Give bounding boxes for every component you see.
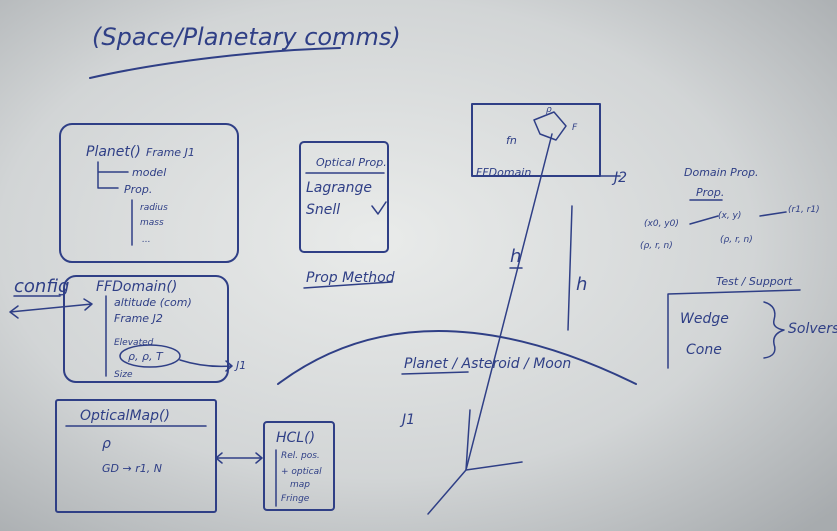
domain-prop-group: Domain Prop. Prop. (x0, y0) (x, y) (r1, … (640, 166, 820, 251)
test-item-wedge: Wedge (680, 311, 729, 327)
ff-domain-fn: fn (506, 134, 517, 147)
ffdomain-box-border (63, 275, 229, 383)
domain-prop-title: Domain Prop. (684, 166, 759, 179)
domain-prop-subtitle: Prop. (696, 186, 724, 199)
ff-domain-rho: ρ (546, 105, 552, 115)
ffdomain-box: FFDomain() altitude (com) Frame J2 Eleva… (63, 275, 246, 383)
optical-map-item-gd: GD → r1, N (102, 462, 162, 475)
slant-line (465, 133, 553, 471)
planet-box-tree (97, 161, 133, 246)
hcl-item-relpos: Rel. pos. (281, 451, 320, 461)
ffdomain-arrow-label: J1 (234, 359, 246, 372)
planet-item-radius: radius (140, 203, 168, 213)
domain-prop-x0y0: (x0, y0) (644, 219, 679, 229)
ff-domain-shape (533, 111, 567, 141)
hcl-box-title: HCL() (276, 430, 315, 446)
planet-item-mass: mass (140, 218, 164, 228)
check-icon (371, 201, 387, 215)
config-arrow (9, 298, 93, 319)
ff-domain-border (471, 103, 601, 177)
frame-j1-label: J1 (399, 412, 415, 428)
optical-map-item-rho: ρ (102, 436, 111, 452)
planet-box: Planet() Frame J1 model Prop. radius mas… (59, 123, 239, 263)
planet-box-border (59, 123, 239, 263)
optical-item-snell: Snell (306, 202, 340, 218)
optical-prop-border (299, 141, 389, 253)
domain-prop-arrow-1 (689, 215, 719, 225)
domain-prop-rho-1: (ρ, r, n) (640, 241, 673, 251)
prop-method-underline (303, 281, 393, 289)
planet-item-model: model (132, 166, 166, 179)
ffdomain-item-params: ρ, ρ, T (128, 350, 164, 363)
solvers-brace (763, 301, 785, 359)
optical-map-box: OpticalMap() ρ GD → r1, N (55, 399, 263, 513)
domain-prop-arrow-2 (759, 211, 787, 217)
planet-box-title: Planet() (86, 144, 141, 160)
ffdomain-item-elevated: Elevated (114, 338, 154, 348)
hcl-item-optical: + optical (281, 467, 322, 477)
optical-map-border (55, 399, 217, 513)
domain-prop-rho-2: (ρ, r, n) (720, 235, 753, 245)
planet-arc (277, 330, 637, 385)
solvers-label: Solvers (788, 321, 837, 337)
config-label: config (14, 276, 69, 297)
prop-method-label: Prop Method (306, 270, 395, 286)
ffdomain-arrow (179, 359, 233, 372)
planet-box-frame: Frame J1 (146, 146, 195, 159)
ffdomain-box-title: FFDomain() (96, 279, 177, 295)
ffdomain-oval (119, 344, 181, 368)
arc-label: Planet / Asteroid / Moon (404, 356, 571, 372)
optical-map-hcl-arrow (215, 452, 263, 464)
ff-domain-f: F (572, 123, 578, 133)
planet-item-more: ... (142, 235, 151, 245)
test-support-group: Test / Support Wedge Cone Solvers (667, 275, 837, 369)
title-underline (89, 47, 341, 79)
j1-axes-lines (427, 409, 523, 515)
hcl-item-map: map (290, 480, 310, 490)
optical-map-title: OpticalMap() (80, 408, 170, 424)
h-vertical-line (567, 205, 573, 331)
ff-domain-label: FFDomain (476, 166, 531, 179)
hcl-box-border (263, 421, 335, 511)
ffdomain-item-size: Size (114, 370, 133, 380)
hcl-item-fringe: Fringe (281, 494, 310, 504)
ff-domain-frame-label: J2 (611, 170, 627, 186)
title-group: (Space/Planetary comms) (89, 23, 401, 79)
ffdomain-item-frame: Frame J2 (114, 312, 163, 325)
hcl-box: HCL() Rel. pos. + optical map Fringe (263, 421, 335, 511)
ffdomain-item-altitude: altitude (com) (114, 296, 192, 309)
config-group: config (9, 276, 93, 319)
planet-item-prop: Prop. (124, 183, 152, 196)
test-support-frame (667, 289, 801, 369)
ff-domain-rect: FFDomain J2 fn ρ F (471, 103, 627, 186)
h2-label: h (576, 274, 587, 295)
optical-prop-box: Optical Prop. Lagrange Snell (299, 141, 389, 253)
frame-j1-axes: J1 (399, 409, 523, 515)
page-title: (Space/Planetary comms) (92, 23, 401, 51)
h-label: h (510, 246, 521, 267)
test-item-cone: Cone (686, 342, 722, 358)
domain-prop-r1: (r1, r1) (788, 205, 820, 215)
arc-label-underline (401, 371, 469, 375)
test-support-title: Test / Support (716, 275, 793, 288)
domain-prop-xy: (x, y) (718, 211, 741, 221)
optical-prop-title: Optical Prop. (316, 156, 387, 169)
optical-item-lagrange: Lagrange (306, 180, 372, 196)
